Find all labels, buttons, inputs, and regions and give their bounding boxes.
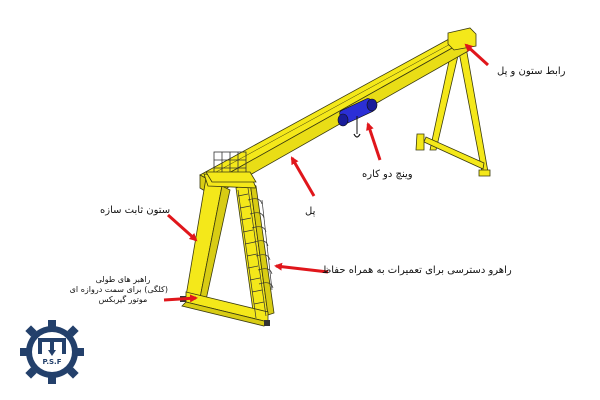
bridge-beam	[199, 32, 471, 197]
label-bridge: پل	[305, 206, 316, 217]
arrow-connector	[464, 43, 490, 67]
arrow-bridge	[290, 156, 316, 197]
crane-mark	[38, 338, 66, 356]
winch-hoist	[337, 98, 378, 138]
logo-text: P.S.F	[43, 358, 62, 366]
annotation-arrows	[163, 43, 490, 303]
guide-line-2: (کلگی) برای سمت دروازه ای	[69, 285, 168, 294]
guide-line-3: موتور گیربکس	[98, 295, 148, 304]
label-fixed-column: ستون ثابت سازه	[100, 205, 171, 216]
label-winch: وینچ دو کاره	[362, 169, 413, 180]
arrow-guides	[163, 294, 198, 303]
right-leg-frame	[415, 46, 491, 177]
access-ladder	[237, 187, 274, 319]
right-end-connector	[447, 27, 477, 51]
label-longitudinal-guides: راهبر های طولی (کلگی) برای سمت دروازه ای…	[69, 275, 168, 305]
label-access-ladder: راهرو دسترسی برای تعمیرات به همراه حفاظ	[322, 265, 512, 276]
psf-logo: P.S.F	[20, 320, 84, 384]
label-column-bridge-connector: رابط ستون و پل	[497, 66, 566, 77]
arrow-fixed-column	[167, 213, 198, 242]
arrow-winch	[366, 122, 382, 161]
access-platform-railing	[205, 151, 257, 183]
left-leg-frame	[181, 173, 275, 327]
guide-line-1: راهبر های طولی	[95, 275, 151, 284]
arrow-access-ladder	[274, 262, 329, 274]
